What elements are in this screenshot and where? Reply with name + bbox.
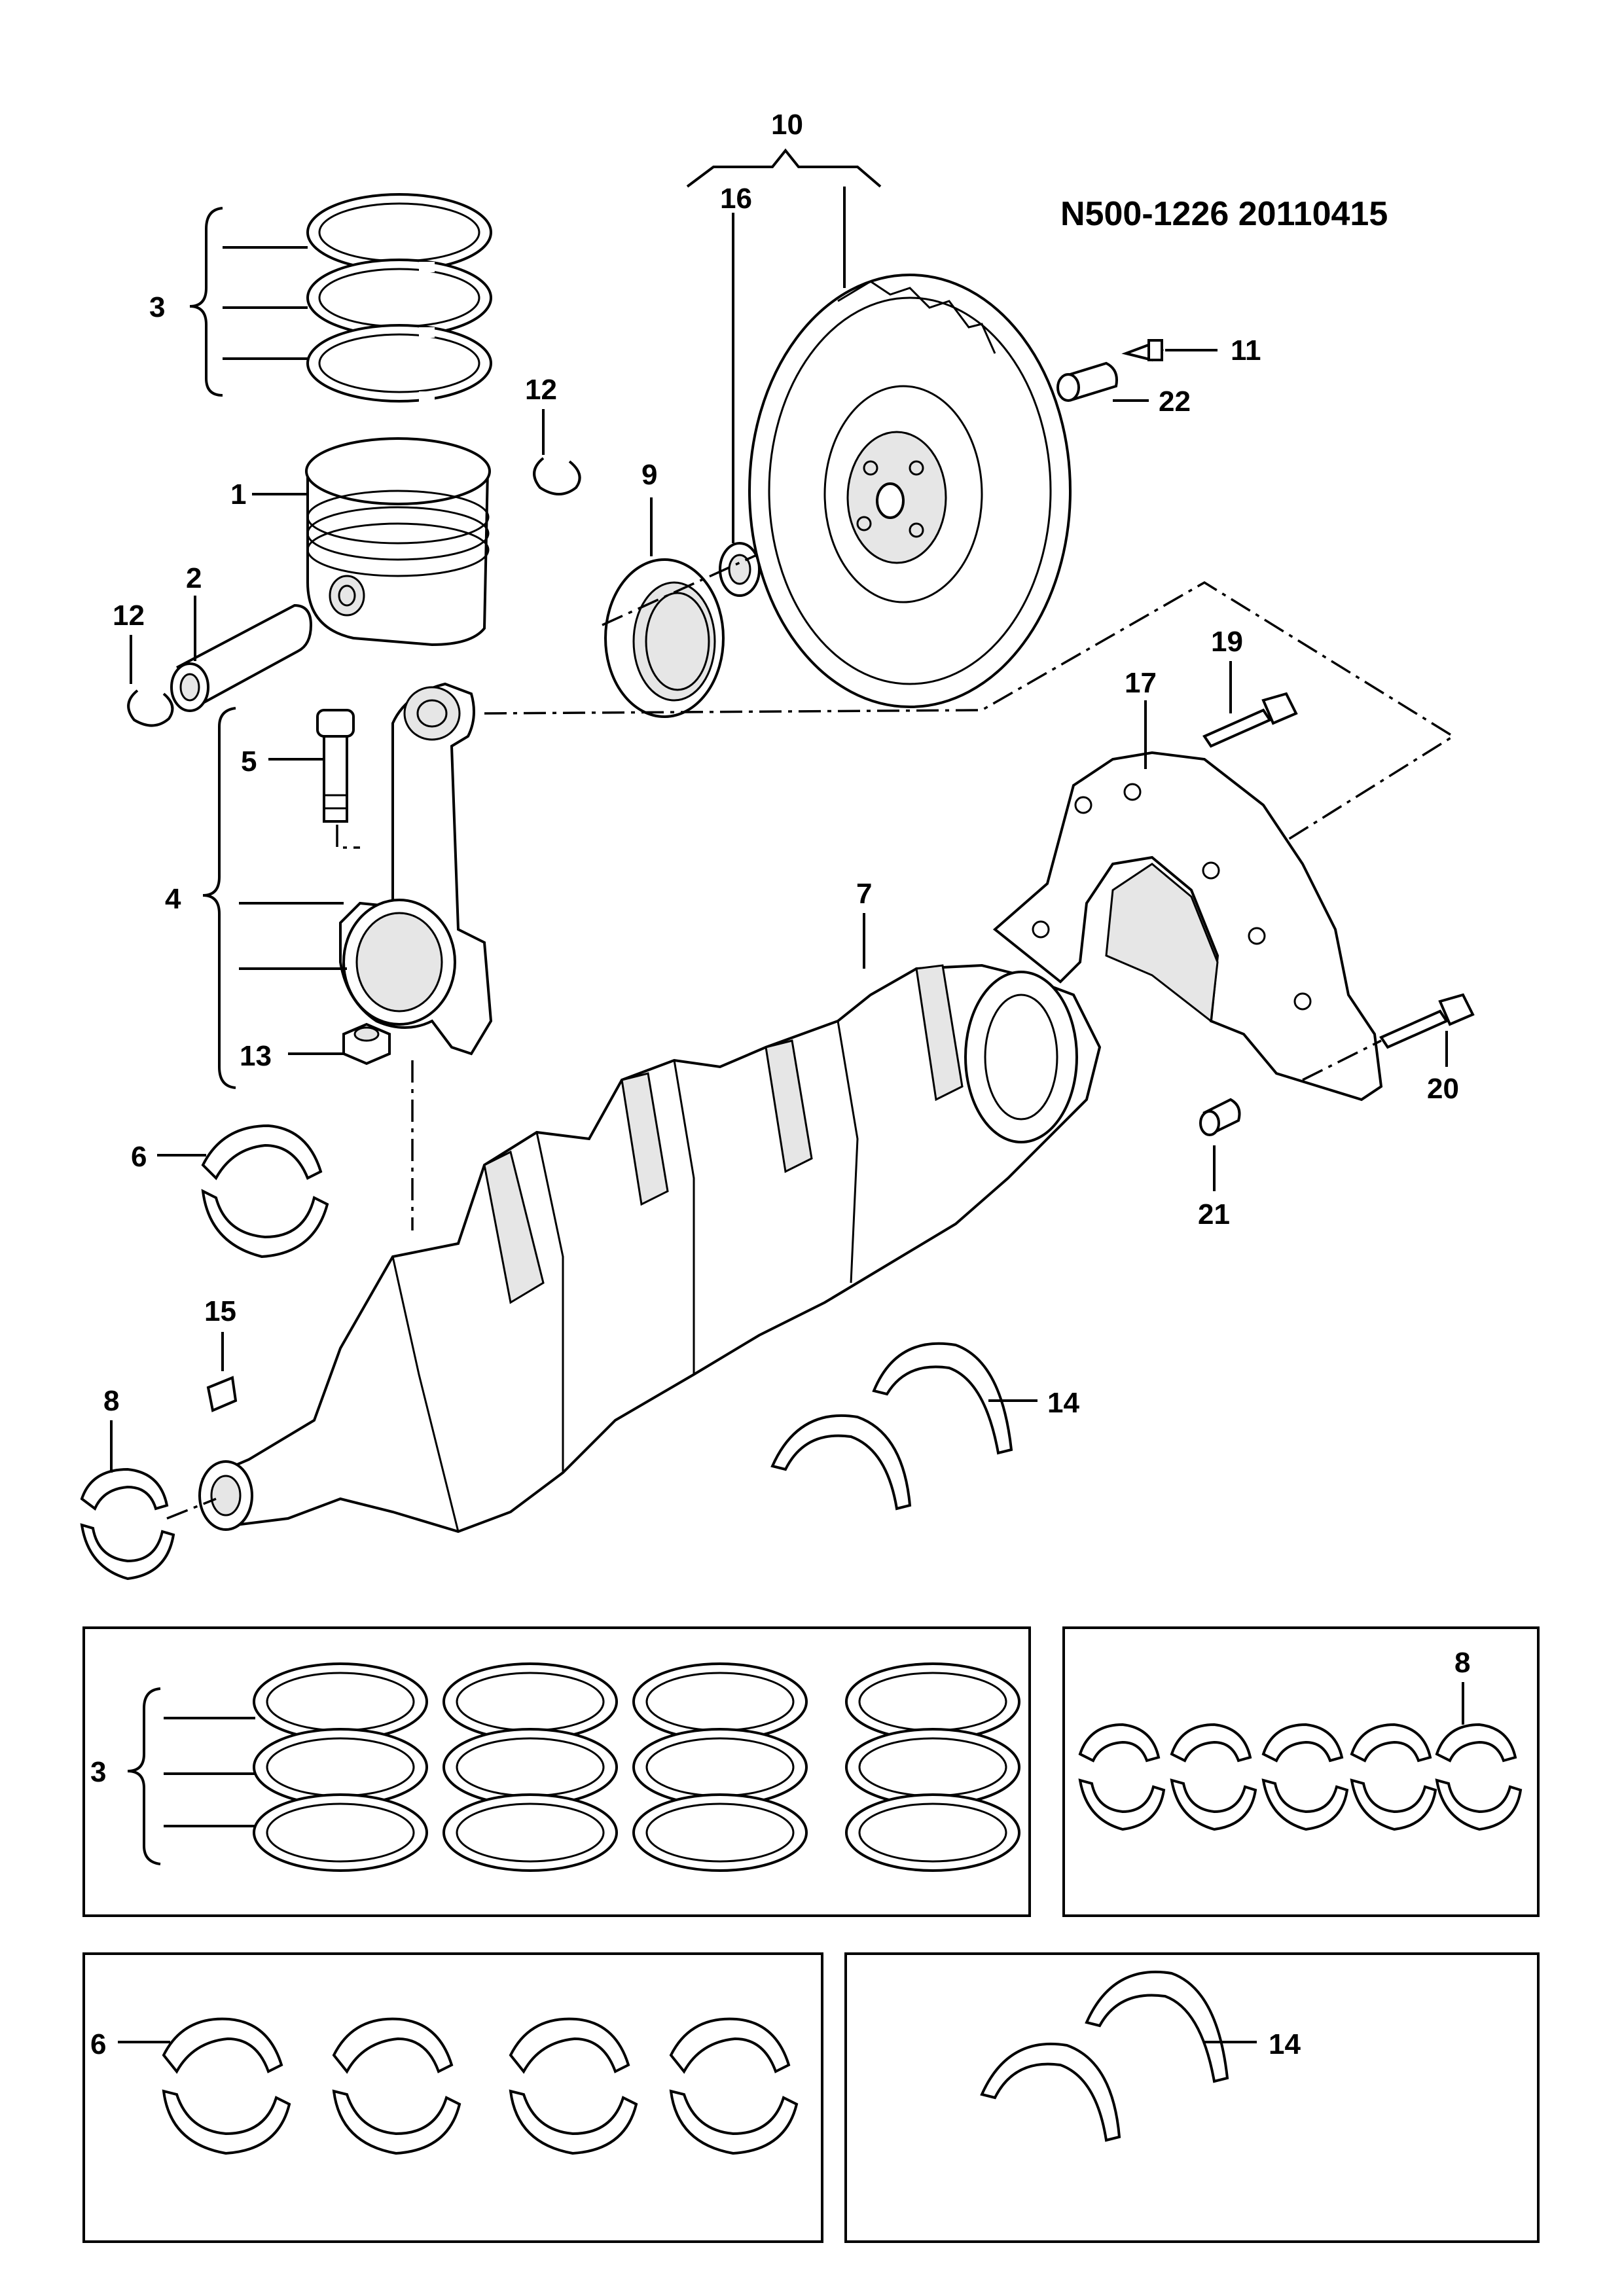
callout-7: 7 [856, 878, 872, 910]
main-bearing-set-icons [1078, 1723, 1523, 1831]
woodruff-key-icon [206, 1376, 238, 1412]
inset-main-bearings-box [1062, 1626, 1540, 1917]
inset-callout-6: 6 [90, 2028, 106, 2060]
callout-12-left: 12 [113, 600, 145, 632]
rod-nut-icon [342, 1022, 391, 1066]
callout-10: 10 [771, 109, 803, 141]
piston-ring-set-icons [253, 1662, 1020, 1872]
callout-8: 8 [103, 1385, 119, 1417]
callout-12-top: 12 [525, 374, 557, 406]
inset-callout-3: 3 [90, 1756, 106, 1788]
seal-retainer-icon [992, 751, 1383, 1102]
callout-15: 15 [204, 1295, 236, 1327]
callout-20: 20 [1427, 1073, 1459, 1105]
callout-19: 19 [1211, 626, 1243, 658]
rod-bearing-set-icons [162, 2017, 799, 2155]
callout-16: 16 [720, 183, 752, 215]
callout-6: 6 [131, 1141, 147, 1173]
callout-13: 13 [240, 1040, 272, 1072]
callout-2: 2 [186, 562, 202, 594]
callout-3: 3 [149, 291, 165, 323]
connecting-rod-icon [339, 682, 493, 1056]
flywheel-icon [748, 274, 1072, 708]
piston-ring-icon [306, 193, 492, 403]
inset-rod-bearings-box [82, 1952, 823, 2243]
callout-17: 17 [1125, 667, 1157, 699]
oil-seal-icon [604, 558, 725, 718]
callout-1: 1 [230, 478, 246, 511]
document-id: N500-1226 20110415 [1060, 195, 1388, 233]
retainer-bolt-19-icon [1202, 692, 1298, 748]
callout-14: 14 [1047, 1387, 1079, 1419]
piston-icon [305, 437, 491, 647]
thrust-washer-set-icons [980, 1970, 1229, 2142]
inset-piston-rings-box [82, 1626, 1031, 1917]
dowel-pin-22-icon [1056, 361, 1118, 402]
bolt-icon [1121, 339, 1164, 362]
callout-4: 4 [165, 883, 181, 915]
piston-pin-icon [170, 603, 313, 712]
retainer-bolt-20-icon [1379, 993, 1475, 1049]
callout-9: 9 [641, 459, 657, 491]
rod-bolt-icon [316, 709, 355, 823]
pilot-bearing-icon [719, 542, 761, 597]
crankshaft-icon [198, 963, 1102, 1534]
callout-22: 22 [1159, 386, 1191, 418]
callout-11: 11 [1231, 334, 1261, 367]
inset-callout-8: 8 [1454, 1647, 1470, 1679]
snap-ring-icon [127, 457, 581, 727]
callout-5: 5 [241, 745, 257, 778]
dowel-pin-21-icon [1199, 1098, 1241, 1136]
callout-21: 21 [1198, 1198, 1230, 1230]
thrust-washer-icon [770, 1342, 1013, 1511]
main-bearing-icon [80, 1467, 175, 1581]
inset-callout-14: 14 [1269, 2028, 1301, 2060]
bearing-shell-icon [201, 1124, 329, 1259]
inset-thrust-washers-box [844, 1952, 1540, 2243]
